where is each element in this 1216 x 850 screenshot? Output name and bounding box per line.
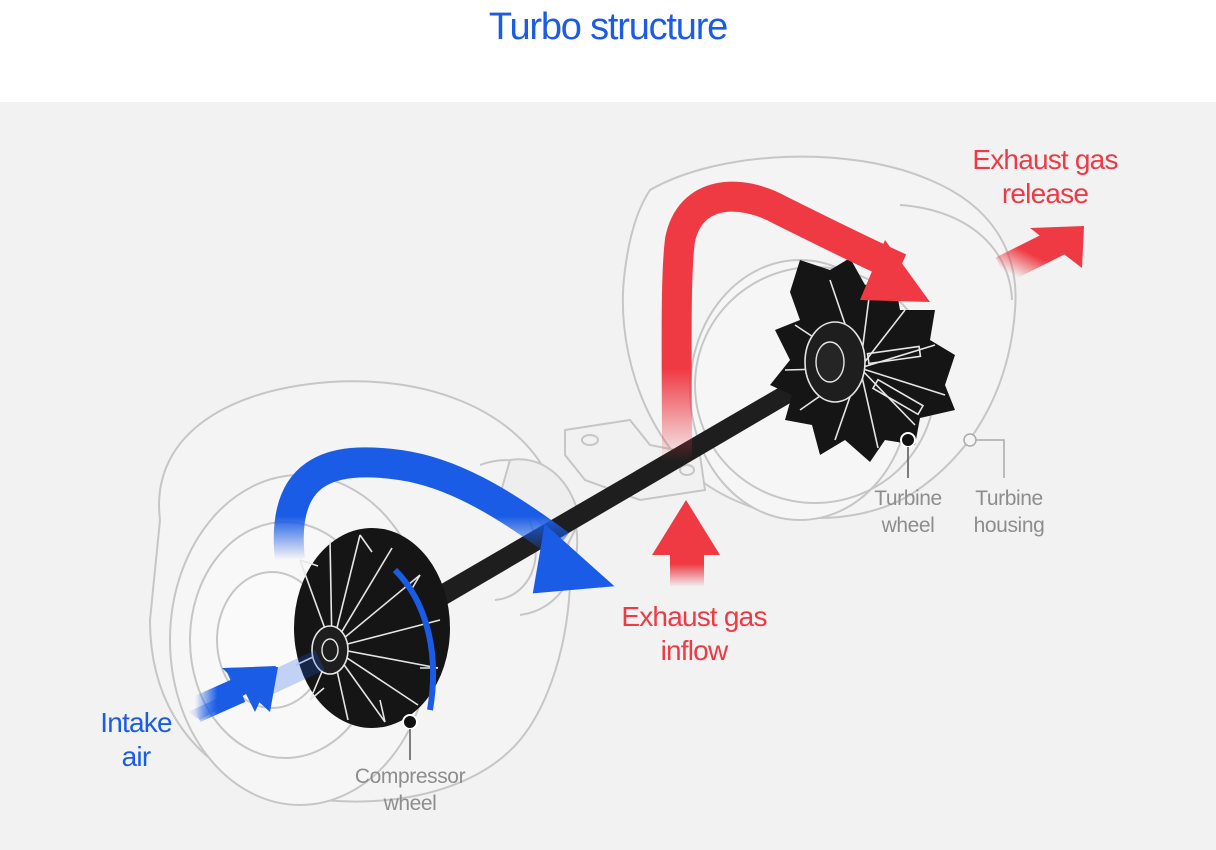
turbine-housing-callout [963,433,1005,478]
compressor-wheel-label: Compressor wheel [354,765,466,815]
exhaust-release-arrow [995,226,1084,283]
compressed-air-arrow [273,447,615,594]
exhaust-inflow-arrow [652,500,720,587]
turbine-wheel-callout [900,432,916,478]
intake-air-arrow [188,650,325,722]
compressor-wheel [294,528,450,728]
turbine-housing-label: Turbine housing [973,487,1045,537]
turbine-wheel-label: Turbine wheel [874,487,942,537]
turbine-wheel [770,258,955,462]
page-title: Turbo structure [488,6,728,48]
exhaust-flow-arrow [661,181,930,463]
intake-air-label: Intake air [100,707,172,772]
exhaust-release-label: Exhaust gas release [972,144,1118,209]
compressor-wheel-callout [402,714,418,760]
exhaust-inflow-label: Exhaust gas inflow [621,601,767,666]
